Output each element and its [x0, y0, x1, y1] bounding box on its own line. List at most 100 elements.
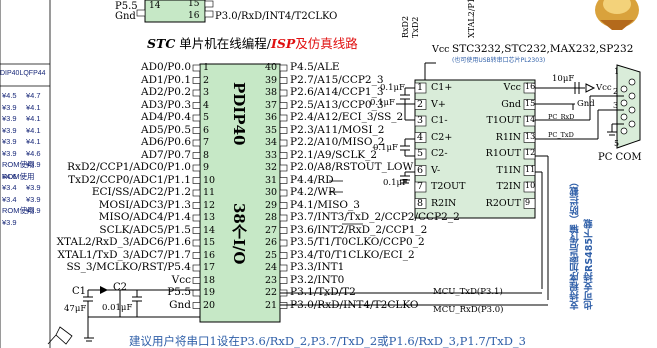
left-table-cell: ¥3.9: [26, 183, 41, 192]
dip40-right-pin-label: P3.6/INT2/RxD_2/CCP1_2: [290, 223, 428, 236]
dip40-right-pin-label: P3.1/TxD/T2: [290, 286, 356, 298]
rs232-left-pin-number: 8: [417, 197, 424, 209]
dip40-left-pin-number: 6: [203, 124, 210, 136]
pc-txd-label: PC_TxD: [548, 131, 574, 139]
rs232-right-pin-label: T1IN: [496, 164, 521, 176]
rs232-pin-box-right: [523, 115, 536, 127]
rs232-left-pin-number: 7: [417, 181, 424, 192]
top-pin-num-15: 15: [188, 0, 200, 9]
left-table-cell: ¥4.7: [26, 91, 41, 100]
dip40-right-pin-number: 24: [265, 262, 278, 273]
dip40-left-pin-number: 13: [203, 212, 216, 223]
rs232-right-pin-number: 13: [525, 131, 536, 141]
dip40-right-pin-label: P4.2/WR: [290, 186, 336, 198]
dip40-left-pin-number: 20: [203, 299, 216, 311]
rs232-cap-2: 0.1μF: [370, 98, 395, 108]
rs232-right-pin-number: 16: [525, 82, 536, 91]
rs232-pin-box-left: [414, 115, 427, 127]
dip40-pin-box-right: [279, 239, 288, 247]
dip40-pin-box-left: [192, 89, 201, 97]
dip40-pin-box-right: [279, 189, 288, 197]
left-table-cell: ¥3.9: [2, 114, 17, 123]
rs232-right-pin-label: T2IN: [496, 181, 521, 192]
dip40-left-pin-label: RxD2/CCP1/ADC0/P1.0: [67, 161, 191, 173]
dip40-left-pin-number: 18: [203, 274, 216, 286]
mcu-rxd-label: MCU_RxD(P3.0): [433, 305, 504, 315]
rs232-pin-box-right: [523, 181, 536, 193]
dip40-pin-box-right: [279, 64, 288, 72]
dip40-left-pin-number: 5: [203, 112, 210, 123]
rs232-pin-box-left: [414, 198, 427, 209]
top-pin-num-14: 14: [149, 1, 161, 11]
cap-c2-label: C2: [113, 282, 128, 293]
dip40-pin-box-right: [279, 264, 288, 272]
rs232-cap-5: 10μF: [552, 74, 575, 84]
dip40-pin-box-left: [192, 277, 201, 284]
rs232-pin-box-left: [414, 132, 427, 143]
dip40-pin-box-left: [192, 139, 201, 147]
dip40-pin-box-left: [192, 264, 201, 272]
rs232-left-pin-label: C1+: [431, 82, 453, 93]
rs232-cap-1: 0.1μF: [380, 83, 405, 93]
dip40-pin-box-left: [192, 289, 201, 297]
dip40-left-pin-number: 12: [203, 199, 216, 211]
dip40-right-pin-number: 27: [265, 224, 278, 236]
dip40-pin-box-left: [192, 64, 201, 72]
left-table-cell: ¥4.1: [26, 137, 41, 146]
com-pin-3: 3: [613, 101, 619, 110]
dip40-left-pin-number: 9: [203, 162, 210, 173]
left-table-cell: ¥3.9: [26, 160, 41, 169]
left-table-cell: ROM使用: [2, 160, 35, 169]
left-table-cell: ¥3.9: [2, 217, 17, 227]
dip40-pin-box-right: [279, 277, 288, 284]
dip40-left-pin-label: AD1/P0.1: [141, 73, 191, 86]
dip40-pin-box-right: [279, 214, 288, 222]
dip40-pin-box-right: [279, 164, 288, 172]
title-isp: ISP: [270, 36, 296, 51]
dip40-right-pin-number: 37: [265, 99, 278, 111]
top-pin-name-gnd: Gnd: [115, 11, 136, 22]
dip40-right-pin-number: 40: [265, 62, 278, 73]
left-table-cell: ¥4.1: [26, 125, 41, 135]
dip40-pin-box-left: [192, 127, 201, 134]
dip40-pin-box-left: [192, 227, 201, 234]
dip40-left-pin-label: AD3/P0.3: [141, 98, 191, 111]
rs232-right-pin-label: Vcc: [503, 82, 521, 93]
dip40-right-pin-label: P3.3/INT1: [290, 261, 345, 273]
dip40-left-pin-label: XTAL1/TxD_3/ADC7/P1.7: [57, 248, 191, 261]
dip40-right-pin-number: 31: [265, 174, 278, 186]
rs232-left-pin-number: 5: [417, 148, 424, 159]
ground-symbols: [84, 104, 617, 342]
dip40-left-pin-label: Gnd: [169, 298, 191, 311]
rs232-pin-box-left: [414, 165, 427, 176]
rs232-left-pin-number: 4: [417, 131, 424, 143]
rs232-pin-boxes: [414, 82, 536, 209]
top-pin-16: [204, 10, 214, 18]
rs232-title: STC3232,STC232,MAX232,SP232: [452, 43, 634, 55]
dip40-right-pin-label: P3.5/T1/T0CLKO/CCP0_2: [290, 236, 425, 248]
overbars: [324, 180, 363, 296]
rs232-right-pin-label: R2OUT: [485, 197, 521, 209]
rs232-chip-body: [414, 79, 536, 219]
dip40-left-pin-number: 1: [203, 62, 210, 73]
dip40-right-pin-label: P3.0/RxD/INT4/T2CLKO: [290, 298, 419, 311]
rs232-left-pin-label: R2IN: [431, 197, 457, 209]
dip40-right-pin-number: 39: [265, 74, 278, 86]
left-table-cell: ¥4.1: [26, 102, 41, 112]
dip40-pin-box-right: [279, 139, 288, 147]
rs232-left-pin-number: 1: [417, 82, 424, 93]
rs232-right-pin-number: 10: [525, 181, 536, 190]
dip40-pin-box-left: [192, 189, 201, 197]
dip40-left-pin-label: TxD2/CCP0/ADC1/P1.1: [68, 173, 191, 186]
dip40-pin-box-right: [279, 177, 288, 184]
dip40-right-pin-number: 22: [265, 287, 278, 298]
rs232-right-pin-label: R1IN: [495, 131, 521, 143]
left-table-cell: ROM使用: [2, 171, 35, 181]
dip40-right-pin-number: 34: [265, 137, 278, 148]
com-pin-1: 1: [614, 67, 620, 76]
left-table-cell: ¥3.9: [2, 137, 17, 146]
dip40-left-pin-label: AD6/P0.6: [141, 136, 191, 148]
cap-c1-label: C1: [72, 286, 87, 297]
top-pin-name-p55: P5.5: [115, 1, 138, 12]
